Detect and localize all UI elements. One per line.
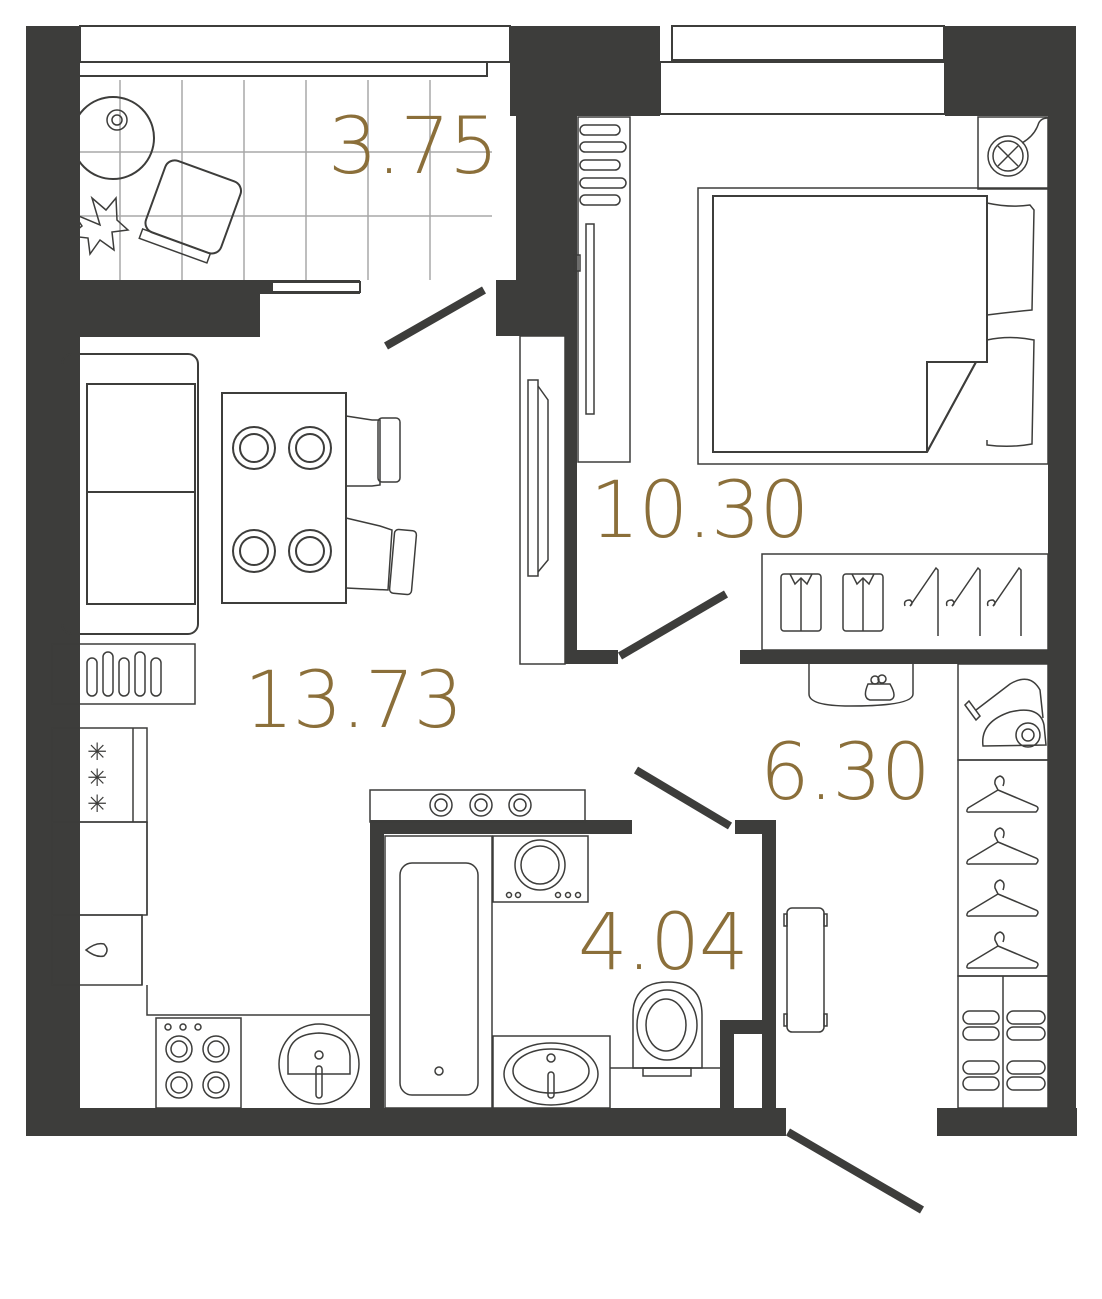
- shoes-icon: [962, 1010, 1046, 1091]
- hallway: [783, 663, 1049, 1109]
- radiator-icon: [86, 651, 162, 697]
- tv-panel-icon: [519, 335, 566, 665]
- tv-panel-icon: [573, 223, 595, 415]
- walls: [26, 26, 1077, 1136]
- living-kitchen-area-label: 13.73: [244, 656, 463, 746]
- bedroom: [573, 116, 1049, 651]
- living-kitchen: ✳ ✳ ✳: [51, 335, 566, 1109]
- kitchen-counter: [51, 727, 370, 1016]
- shirt-icon: [780, 573, 884, 632]
- ceiling-light-box: [977, 116, 1049, 190]
- double-bed-icon: [712, 195, 988, 453]
- balcony: [52, 25, 511, 280]
- balcony-window-frame: [74, 61, 488, 77]
- vacuum-cleaner-icon: [964, 678, 1047, 748]
- wardrobe-bedroom: [761, 553, 1049, 651]
- bedroom-window-frame: [659, 61, 946, 115]
- svg-text:✳: ✳: [87, 764, 107, 792]
- bed-frame: [697, 187, 1049, 465]
- washing-machine-icon: [492, 835, 589, 903]
- ottoman-with-bag-icon: [808, 664, 914, 707]
- bedroom-glazing: [671, 25, 945, 61]
- bedroom-area-label: 10.30: [590, 466, 809, 556]
- bathroom-area-label: 4.04: [578, 898, 749, 988]
- dishwasher-drop-icon: [84, 942, 108, 958]
- sofa-icon: [61, 353, 199, 635]
- dining-table-icon: [221, 392, 347, 604]
- chair-icon: [345, 415, 418, 596]
- entrance-door[interactable]: [785, 1128, 925, 1214]
- fridge-icon: ✳ ✳ ✳: [87, 738, 107, 818]
- svg-text:✳: ✳: [87, 738, 107, 766]
- balcony-door[interactable]: [384, 286, 486, 350]
- radiator-icon: [579, 124, 627, 206]
- armchair-icon: [138, 159, 243, 264]
- stove-icon: [155, 1017, 242, 1109]
- kitchen-sink-icon: [278, 1023, 360, 1105]
- bedroom-wardrobe-left: [577, 116, 631, 463]
- bench-icon: [783, 907, 828, 1033]
- hanger-icon: [903, 566, 1022, 636]
- radiator-box: [51, 643, 196, 705]
- svg-text:✳: ✳: [87, 790, 107, 818]
- bathroom-door[interactable]: [633, 766, 733, 830]
- toilet-icon: [610, 981, 720, 1077]
- ceiling-light-icon: [987, 117, 1049, 177]
- pillow-icon: [986, 202, 1035, 448]
- coat-hanger-icon: [966, 775, 1039, 969]
- bathtub-icon: [384, 835, 493, 1109]
- washbasin-icon: [492, 1035, 611, 1109]
- balcony-area-label: 3.75: [328, 102, 499, 192]
- bedroom-door[interactable]: [617, 590, 729, 660]
- tile-grid: [52, 80, 492, 280]
- hallway-area-label: 6.30: [760, 728, 931, 818]
- balcony-glazing: [79, 25, 511, 63]
- balcony-door-sill: [271, 281, 361, 293]
- bathroom: [369, 789, 720, 1109]
- boiler-icon: [369, 789, 586, 823]
